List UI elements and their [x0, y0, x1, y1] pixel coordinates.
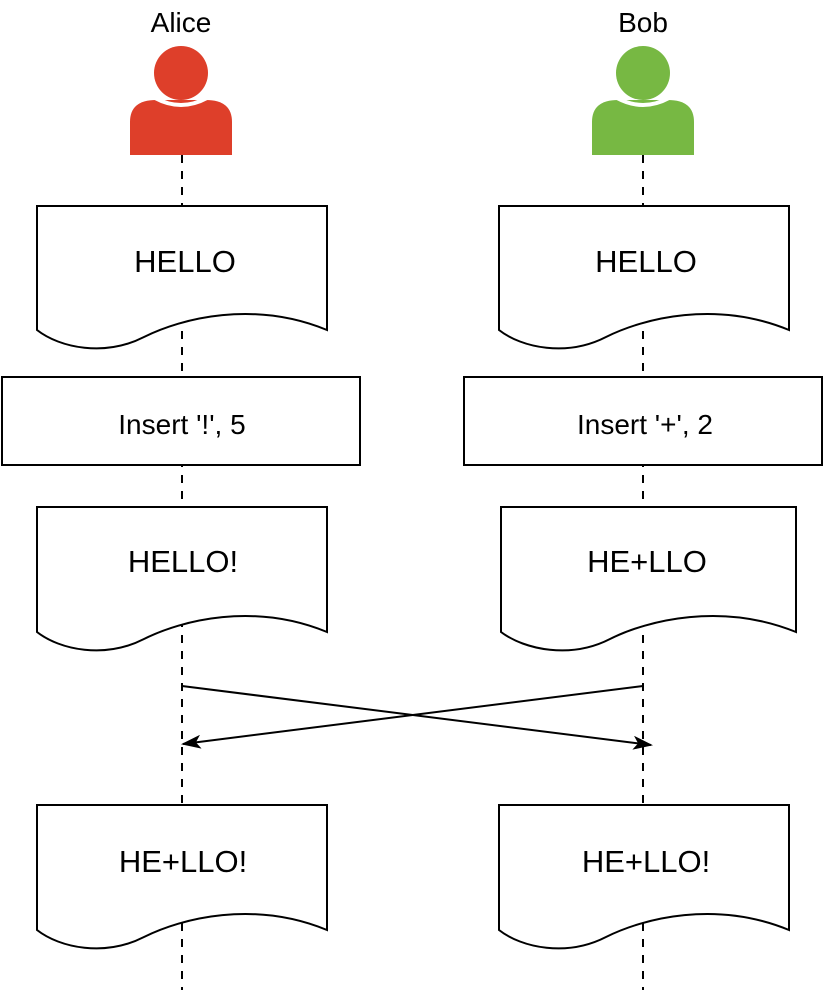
alice-doc-after-local-text: HELLO!: [128, 544, 238, 579]
alice-operation-box: Insert '!', 5: [1, 376, 361, 466]
bob-head: [616, 46, 670, 100]
bob-body: [592, 100, 694, 155]
alice-actor: Alice: [130, 7, 232, 155]
bob-doc-after-local-text: HE+LLO: [587, 544, 707, 579]
bob-document-final: HE+LLO!: [498, 804, 790, 950]
alice-doc-final-text: HE+LLO!: [119, 844, 247, 879]
bob-doc-final-text: HE+LLO!: [582, 844, 710, 879]
alice-operation-text: Insert '!', 5: [118, 409, 245, 440]
alice-person-icon: [130, 46, 232, 155]
bob-actor: Bob: [592, 7, 694, 155]
alice-document-initial: HELLO: [36, 205, 328, 350]
bob-operation-text: Insert '+', 2: [577, 409, 713, 440]
bob-operation-box: Insert '+', 2: [463, 376, 823, 466]
alice-name: Alice: [151, 7, 212, 38]
alice-doc-initial-text: HELLO: [134, 244, 236, 279]
alice-document-after-local: HELLO!: [36, 506, 328, 652]
bob-document-initial: HELLO: [498, 205, 790, 350]
bob-document-after-local: HE+LLO: [500, 506, 797, 652]
message-bob-to-alice-arrow: [181, 685, 644, 749]
bob-name: Bob: [618, 7, 668, 38]
bob-doc-initial-text: HELLO: [595, 244, 697, 279]
alice-head: [154, 46, 208, 100]
bob-person-icon: [592, 46, 694, 155]
alice-document-final: HE+LLO!: [36, 804, 328, 950]
alice-body: [130, 100, 232, 155]
